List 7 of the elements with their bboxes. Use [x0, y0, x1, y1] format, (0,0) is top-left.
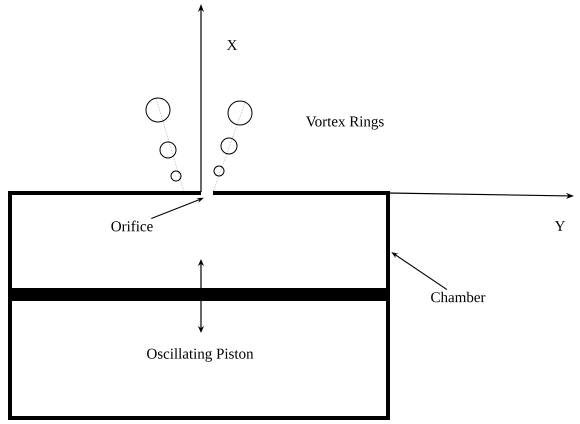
axis-label: Y [554, 221, 566, 231]
part-label: Chamber [431, 292, 486, 302]
chamber-box [8, 191, 390, 420]
part-label: Vortex Rings [306, 116, 384, 130]
part-label: Orifice [111, 220, 153, 232]
axis-label: X [226, 40, 238, 50]
part-label: Oscillating Piston [147, 348, 254, 362]
